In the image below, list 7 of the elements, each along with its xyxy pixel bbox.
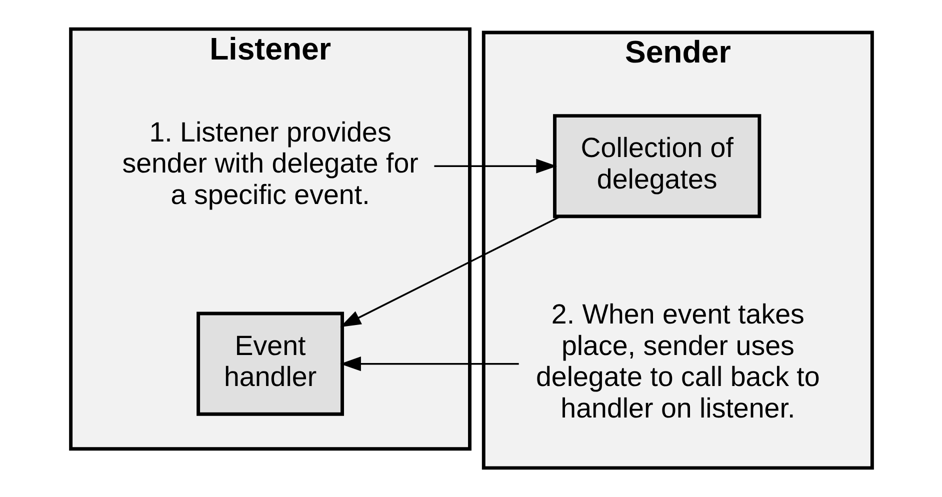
arrow — [340, 356, 518, 372]
node-box: Event handler — [196, 312, 344, 416]
node-text: 2. When event takes place, sender uses delegate to call back to handler on listener. — [535, 298, 820, 424]
arrow — [340, 216, 560, 328]
node-text: 1. Listener provides sender with delegate for a specific event. — [122, 116, 418, 210]
arrow — [434, 158, 556, 174]
node-box: Collection of delegates — [552, 114, 761, 218]
